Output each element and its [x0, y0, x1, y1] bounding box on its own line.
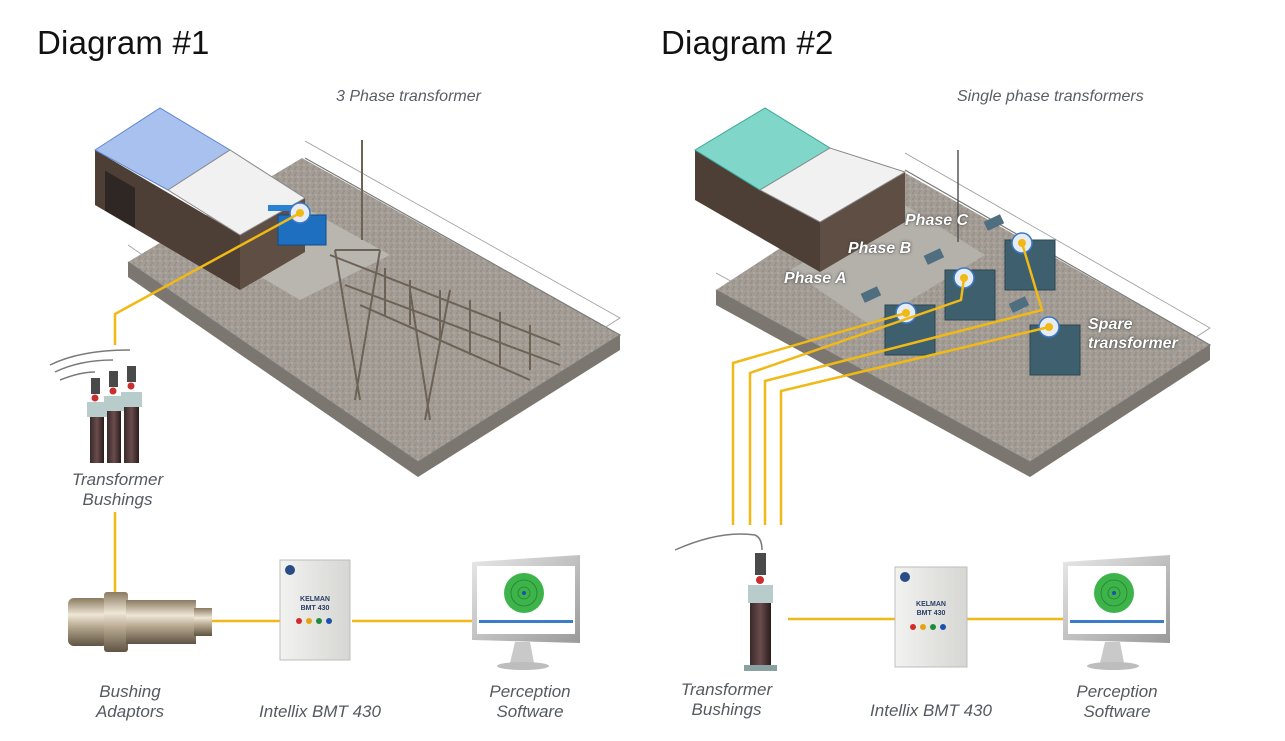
- device-1-indicator-green: [316, 618, 322, 624]
- device-1-indicator-amber: [306, 618, 312, 624]
- caption-line1: Intellix BMT 430: [870, 701, 992, 720]
- caption-line1: Bushing: [99, 682, 161, 701]
- bushing-c: [121, 366, 142, 463]
- phase-b-label: Phase B: [848, 240, 912, 257]
- diagram-2-perception-caption: Perception Software: [1057, 682, 1177, 722]
- device-1-indicator-red: [296, 618, 302, 624]
- substation-2-building-side: [820, 172, 905, 272]
- substation-1-switchyard: [329, 140, 561, 421]
- diagram-1-perception-caption: Perception Software: [470, 682, 590, 722]
- substation-2-slab-side: [716, 290, 1210, 477]
- spare-label-line1: Spare: [1088, 316, 1133, 333]
- spare-label-line2: transformer: [1088, 335, 1178, 352]
- diagram-2-bushings-caption: Transformer Bushings: [664, 680, 789, 720]
- caption-line2: Bushings: [82, 490, 153, 509]
- diagram-2-bushing: [674, 533, 777, 671]
- device-2-indicator-red: [910, 624, 916, 630]
- bushing-a: [87, 378, 107, 463]
- spare-transformer-label: Spare transformer: [1088, 315, 1178, 353]
- substation-1-building-front: [95, 150, 240, 290]
- substation-2-fence: [715, 169, 1212, 463]
- diagram-1-site-caption: 3 Phase transformer: [336, 88, 481, 105]
- caption-line2: Software: [496, 702, 564, 721]
- device-2-brand-line2: BMT 430: [917, 610, 946, 617]
- device-2-indicator-amber: [920, 624, 926, 630]
- diagram-1-wiring: [113, 211, 472, 623]
- substation-1-garage-door: [105, 170, 135, 228]
- diagram-1-intellix-caption: Intellix BMT 430: [240, 702, 400, 722]
- caption-line2: Adaptors: [95, 702, 165, 721]
- device-1-indicator-blue: [326, 618, 332, 624]
- device-2-brand-line1: KELMAN: [916, 601, 946, 608]
- substation-2: [694, 107, 1212, 477]
- caption-line1: Transformer: [680, 680, 773, 699]
- phase-a-label: Phase A: [784, 270, 847, 287]
- diagram-2-site-caption: Single phase transformers: [957, 88, 1144, 105]
- diagram-1-adaptors-caption: Bushing Adaptors: [75, 682, 185, 722]
- intellix-device-1: KELMAN BMT 430: [279, 559, 351, 661]
- substation-2-fence-top: [715, 152, 1211, 446]
- device-2-indicator-green: [930, 624, 936, 630]
- intellix-device-2: KELMAN BMT 430: [894, 566, 968, 668]
- diagram-1-bushings: [49, 349, 142, 463]
- diagram-2-wiring: [731, 242, 1063, 621]
- device-2-indicator-blue: [940, 624, 946, 630]
- substation-1-roof-right: [167, 149, 306, 236]
- caption-line1: Transformer: [71, 470, 164, 489]
- diagram-2-intellix-caption: Intellix BMT 430: [851, 701, 1011, 721]
- diagram-1-title: Diagram #1: [37, 24, 210, 61]
- substation-1-fence: [127, 157, 622, 463]
- substation-2-roof-right: [758, 147, 907, 223]
- substation-1: [94, 107, 622, 477]
- substation-2-building-front: [695, 150, 820, 272]
- diagram-2-title: Diagram #2: [661, 24, 834, 61]
- device-1-brand-line2: BMT 430: [301, 605, 330, 612]
- caption-line2: Bushings: [691, 700, 762, 719]
- phase-c-label: Phase C: [905, 212, 969, 229]
- substation-1-slab-side: [128, 262, 620, 477]
- substation-1-fence-top: [127, 140, 621, 446]
- caption-line1: Intellix BMT 430: [259, 702, 381, 721]
- caption-line2: Software: [1083, 702, 1151, 721]
- bushing-b: [104, 371, 124, 463]
- device-1-brand-line1: KELMAN: [300, 596, 330, 603]
- diagram-1-bushings-caption: Transformer Bushings: [55, 470, 180, 510]
- perception-monitor-1: [472, 555, 580, 670]
- caption-line1: Perception: [489, 682, 571, 701]
- bushing-adaptor: [68, 592, 212, 652]
- substation-2-pad: [790, 205, 985, 325]
- caption-line1: Perception: [1076, 682, 1158, 701]
- substation-1-transformer-bar: [268, 205, 308, 211]
- perception-monitor-2: [1063, 555, 1170, 670]
